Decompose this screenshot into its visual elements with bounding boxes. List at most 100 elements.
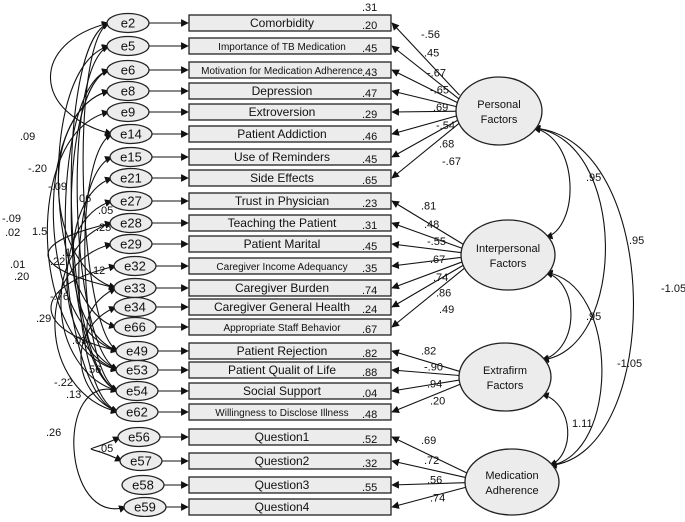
indicator: Question4 bbox=[188, 498, 392, 516]
error-ellipse bbox=[106, 80, 150, 102]
path-arrows bbox=[149, 19, 469, 511]
error-ellipse bbox=[106, 35, 150, 57]
loading-value: .48 bbox=[424, 219, 439, 231]
error-ellipse bbox=[121, 474, 165, 496]
loading-arrow bbox=[391, 241, 465, 254]
loading-arrow bbox=[391, 45, 460, 100]
latent-label-line2: Factors bbox=[490, 258, 527, 270]
indicator: Depression.47 bbox=[188, 82, 392, 100]
indicator-box bbox=[188, 125, 392, 143]
loading-arrow bbox=[391, 458, 469, 479]
indicator-box bbox=[188, 279, 392, 297]
indicator: Willingness to Disclose Illness.48 bbox=[188, 403, 392, 421]
indicator: Use of Reminders.45 bbox=[188, 148, 392, 166]
loading-value: -.90 bbox=[424, 361, 443, 373]
error-label: e33 bbox=[124, 281, 146, 296]
indicator: Patient Addiction.46 bbox=[188, 125, 392, 143]
loading-value: .68 bbox=[439, 139, 454, 151]
loading-value: .69 bbox=[433, 102, 448, 114]
loading-value: .67 bbox=[430, 254, 445, 266]
indicator: Patient Rejection.82 bbox=[188, 342, 392, 360]
error-ellipse bbox=[117, 426, 161, 448]
indicator-box bbox=[188, 103, 392, 121]
latent-correlation-curve bbox=[541, 270, 572, 362]
error-covariance-value: -.20 bbox=[28, 163, 47, 175]
loading-value: -.65 bbox=[430, 85, 449, 97]
loading-arrow bbox=[391, 260, 465, 290]
indicator-box bbox=[188, 403, 392, 421]
indicator: Motivation for Medication Adherence.43 bbox=[188, 61, 392, 79]
indicator-box bbox=[188, 61, 392, 79]
error-term: e59 bbox=[123, 496, 167, 518]
error-label: e54 bbox=[126, 384, 148, 399]
indicator-label: Question1 bbox=[255, 430, 310, 444]
error-ellipse bbox=[115, 380, 159, 402]
loading-value: -.55 bbox=[427, 236, 446, 248]
error-covariance-curve bbox=[78, 156, 119, 413]
indicator-label: Side Effects bbox=[250, 171, 314, 185]
r-squared-value: .43 bbox=[362, 67, 377, 79]
r-squared-value: .82 bbox=[362, 348, 377, 360]
loading-arrow bbox=[391, 88, 460, 108]
latent-correlation-curve bbox=[532, 124, 634, 469]
r-squared-value: .74 bbox=[362, 285, 377, 297]
indicator-label: Appropriate Staff Behavior bbox=[223, 323, 341, 334]
error-term: e33 bbox=[113, 277, 157, 299]
indicator-label: Patient Marital bbox=[244, 237, 321, 251]
error-term: e62 bbox=[115, 401, 159, 423]
error-label: e6 bbox=[121, 63, 135, 78]
indicator-label: Willingness to Disclose Illness bbox=[215, 408, 348, 419]
r-squared-value: .04 bbox=[362, 388, 377, 400]
loading-value: .45 bbox=[424, 48, 439, 60]
error-label: e27 bbox=[120, 194, 142, 209]
indicator-box bbox=[188, 498, 392, 516]
loading-arrow bbox=[391, 485, 469, 509]
error-covariance-curves bbox=[46, 20, 634, 513]
error-label: e21 bbox=[120, 171, 142, 186]
error-ellipse bbox=[113, 255, 157, 277]
loading-arrow bbox=[391, 69, 460, 105]
r-squared-value: .67 bbox=[362, 324, 377, 336]
error-term: e27 bbox=[109, 190, 153, 212]
error-ellipse bbox=[109, 190, 153, 212]
error-covariance-curve bbox=[57, 89, 117, 290]
loading-arrow bbox=[391, 22, 460, 96]
error-label: e15 bbox=[120, 150, 142, 165]
latent-label-line1: Extrafirm bbox=[483, 365, 527, 377]
indicator-label: Patient Addiction bbox=[237, 127, 326, 141]
error-term: e66 bbox=[113, 316, 157, 338]
loading-value: .86 bbox=[436, 288, 451, 300]
error-covariance-curve bbox=[47, 220, 117, 291]
indicator-label: Teaching the Patient bbox=[228, 216, 337, 230]
loading-arrow bbox=[391, 118, 460, 158]
top-value-label: .31 bbox=[362, 2, 377, 14]
error-ellipse bbox=[109, 233, 153, 255]
error-covariance-value: .01 bbox=[10, 259, 25, 271]
loading-value: .74 bbox=[430, 492, 445, 504]
error-term: e21 bbox=[109, 167, 153, 189]
error-term: e49 bbox=[115, 340, 159, 362]
error-label: e29 bbox=[120, 237, 142, 252]
indicator: Question3.55 bbox=[188, 476, 392, 494]
indicator-label: Caregiver Burden bbox=[235, 281, 329, 295]
error-ellipse bbox=[119, 450, 163, 472]
error-term: e15 bbox=[109, 146, 153, 168]
error-covariance-value: -.09 bbox=[48, 181, 67, 193]
error-ellipse bbox=[109, 146, 153, 168]
latent-correlation-curve bbox=[544, 269, 603, 469]
r-squared-value: .31 bbox=[362, 220, 377, 232]
loading-arrow bbox=[391, 366, 463, 377]
indicator-box bbox=[188, 452, 392, 470]
indicator-label: Comorbidity bbox=[250, 16, 314, 30]
r-squared-value: .20 bbox=[362, 20, 377, 32]
r-squared-value: .32 bbox=[362, 458, 377, 470]
error-term: e28 bbox=[109, 212, 153, 234]
error-term: e53 bbox=[115, 359, 159, 381]
loading-value: .20 bbox=[430, 396, 445, 408]
error-covariance-value: .05 bbox=[98, 443, 113, 455]
error-covariance-value: .25 bbox=[96, 222, 111, 234]
error-label: e2 bbox=[121, 16, 135, 31]
